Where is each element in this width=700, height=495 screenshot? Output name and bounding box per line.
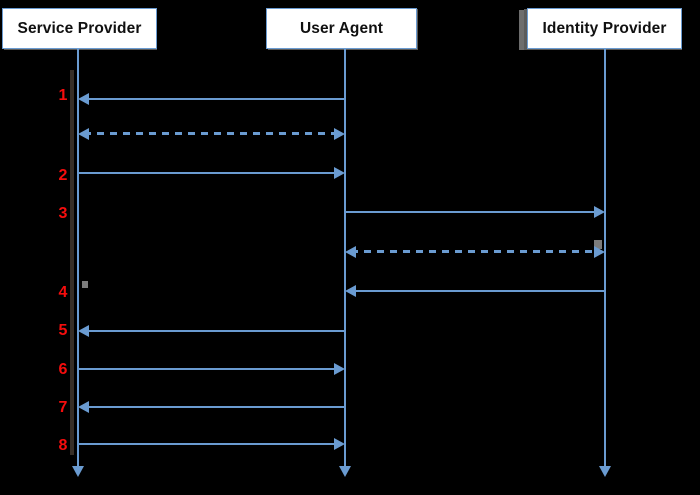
actor-user-agent[interactable]: User Agent (266, 8, 417, 49)
message-arrowhead-7 (78, 325, 89, 337)
message-line-4[interactable] (345, 211, 594, 213)
actor-service-provider-label: Service Provider (17, 19, 142, 37)
step-number-2: 2 (58, 167, 68, 184)
lifeline-service-provider-arrowhead (72, 466, 84, 477)
activation-bar-identity-provider-upper (519, 10, 524, 50)
message-arrowhead-5-right (594, 246, 605, 258)
message-arrowhead-2-left (78, 128, 89, 140)
step-number-4: 4 (58, 284, 68, 301)
tick-marker-idp (594, 240, 602, 249)
activation-bar-service-provider (70, 70, 74, 455)
message-arrowhead-2-right (334, 128, 345, 140)
actor-identity-provider-label: Identity Provider (542, 19, 667, 37)
message-arrowhead-1 (78, 93, 89, 105)
message-arrowhead-9 (78, 401, 89, 413)
message-line-8[interactable] (78, 368, 334, 370)
message-arrowhead-5-left (345, 246, 356, 258)
message-line-9[interactable] (84, 406, 345, 408)
actor-identity-provider[interactable]: Identity Provider (527, 8, 682, 49)
message-line-3[interactable] (78, 172, 334, 174)
message-line-2[interactable] (84, 132, 339, 135)
message-arrowhead-10 (334, 438, 345, 450)
step-number-7: 7 (58, 399, 68, 416)
message-arrowhead-6 (345, 285, 356, 297)
message-line-6[interactable] (351, 290, 604, 292)
step-number-3: 3 (58, 205, 68, 222)
message-line-5[interactable] (351, 250, 594, 253)
lifeline-service-provider (77, 49, 79, 469)
message-line-1[interactable] (84, 98, 345, 100)
lifeline-identity-provider (604, 49, 606, 469)
step-number-6: 6 (58, 361, 68, 378)
tick-marker-sp (82, 281, 88, 288)
step-number-1: 1 (58, 87, 68, 104)
step-number-8: 8 (58, 437, 68, 454)
actor-user-agent-label: User Agent (299, 19, 384, 37)
lifeline-user-agent-arrowhead (339, 466, 351, 477)
message-arrowhead-4 (594, 206, 605, 218)
message-line-10[interactable] (78, 443, 334, 445)
step-number-5: 5 (58, 322, 68, 339)
message-arrowhead-3 (334, 167, 345, 179)
message-arrowhead-8 (334, 363, 345, 375)
message-line-7[interactable] (84, 330, 345, 332)
lifeline-identity-provider-arrowhead (599, 466, 611, 477)
lifeline-user-agent (344, 49, 346, 469)
actor-service-provider[interactable]: Service Provider (2, 8, 157, 49)
